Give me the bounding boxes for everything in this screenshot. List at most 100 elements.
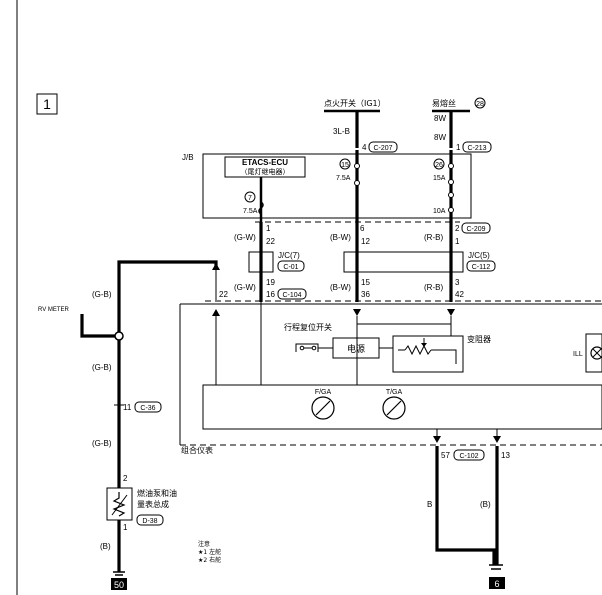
fuse10-terminal-bottom [448,207,454,213]
temp-gauge-needle [386,400,402,416]
fuse26-number-circle [433,158,445,170]
jb-label: J/B [182,153,194,162]
wire-label-bw-2: (B-W) [330,283,351,292]
fuse7-amp: 7.5A [243,208,258,215]
svg-text:C-209: C-209 [466,226,485,233]
pin-1-gw: 1 [266,224,271,233]
ground-right-tag [489,577,505,589]
fuel-gauge-label: F/GA [315,389,332,396]
jc5-box [343,251,464,273]
fuse7-number: 7 [248,195,252,202]
pin-1-rb: 1 [455,237,460,246]
pin-22: 22 [266,237,275,246]
wire-label-gb-1: (G-B) [92,290,112,299]
fuse10-amp: 10A [433,208,446,215]
pin-2-pump: 2 [123,474,128,483]
rheostat-resistor [404,344,432,356]
pin-19: 19 [266,278,275,287]
ground-left-number: 50 [114,580,124,590]
fuel-pump-label-2: 量表总成 [137,499,169,509]
temp-gauge-label: T/GA [386,389,403,396]
wire-label-gw-2: (G-W) [234,283,256,292]
note-2: ★2 右舵 [198,556,221,564]
fuel-pump-variable-arrow [111,494,128,516]
meter-arrow-13 [493,436,501,443]
power-supply-label: 电源 [347,343,365,355]
ground-left-tag [111,578,127,590]
fuse15-number: 15 [341,162,349,169]
wire-b-bottom [435,446,496,565]
connector-c213: C-213 [462,141,492,153]
fuse26-terminal-bottom [448,179,454,185]
pin-13: 13 [501,451,510,460]
etacs-ecu-subtitle: （尾灯继电器） [241,167,290,176]
pin-3: 3 [455,278,460,287]
fuse10-terminal-top [448,192,454,198]
ill-label: ILL [573,351,583,358]
fuse7-symbol [258,201,264,215]
pin-22-left: 22 [219,290,228,299]
rheostat-wire-right [431,349,457,364]
wire-label-gb-3: (G-B) [92,439,112,448]
meter-arrow-bw [353,309,361,316]
pin-36: 36 [361,290,370,299]
fuel-pump-label-1: 燃油泵和油 [137,488,177,498]
fuse26-amp: 15A [433,175,446,182]
etacs-ecu-title: ETACS-ECU [242,158,288,167]
wire-label-rb-2: (R-B) [424,283,443,292]
wire-label-8w-b: 8W [434,133,446,142]
meter-arrow-57 [433,436,441,443]
fusible-link-label: 易熔丝 [432,98,456,108]
rheostat-box [392,335,464,373]
wire-label-8w-a: 8W [434,114,446,123]
rheostat-label: 变阻器 [467,334,491,344]
wire-label-b-paren: (B) [480,500,491,509]
svg-text:C-36: C-36 [140,405,155,412]
wire-label-bw-1: (B-W) [330,233,351,242]
pin-11: 11 [123,403,132,412]
splice-rv-meter [114,331,124,341]
wire-label-b-left: (B) [100,542,111,551]
fusible-link-number-circle [474,97,486,109]
pin-1-pump: 1 [123,523,128,532]
connector-c104: C-104 [277,288,307,300]
fuse7-number-circle [244,191,256,203]
connector-d38: D-38 [136,514,164,526]
rheostat-wiper-arrow [421,343,427,347]
section-number: 1 [43,96,51,112]
etacs-ecu-box [224,156,306,178]
pin-2: 2 [455,224,460,233]
connector-c102: C-102 [453,449,485,461]
wire-label-rb-1: (R-B) [424,233,443,242]
pin-42: 42 [455,290,464,299]
jc5-label: J/C(5) [468,251,490,260]
pin-15: 15 [361,278,370,287]
wire-label-gw-1: (G-W) [234,233,256,242]
note-1: ★1 左舵 [198,548,221,556]
fusible-link-number: 28 [476,101,484,108]
meter-arrow-rb [447,309,455,316]
connector-c36: C-36 [134,401,162,413]
ill-lamp-box [585,333,602,373]
svg-text:D-38: D-38 [142,518,157,525]
svg-text:C-01: C-01 [283,264,298,271]
combination-meter-label: 组合仪表 [181,445,213,455]
pin-4: 4 [362,143,367,152]
svg-text:C-112: C-112 [472,264,491,271]
svg-text:C-207: C-207 [373,145,392,152]
svg-text:C-104: C-104 [282,292,301,299]
ground-right-number: 6 [494,579,499,589]
ignition-label: 点火开关（IG1） [324,98,386,108]
fuse15-terminal-top [354,163,360,169]
fuse15-terminal-bottom [354,180,360,186]
fuse26-number: 26 [435,162,443,169]
wire-gb-loop [117,260,218,442]
fuel-pump-resistor [112,492,126,517]
notes-title: 注意 [198,540,210,548]
pin-16: 16 [266,290,275,299]
odo-reset-switch-term1 [299,345,305,351]
jc7-box [248,251,274,273]
gauge-panel-box [202,384,602,430]
svg-text:C-102: C-102 [459,453,478,460]
meter-arrow-22 [212,309,220,316]
